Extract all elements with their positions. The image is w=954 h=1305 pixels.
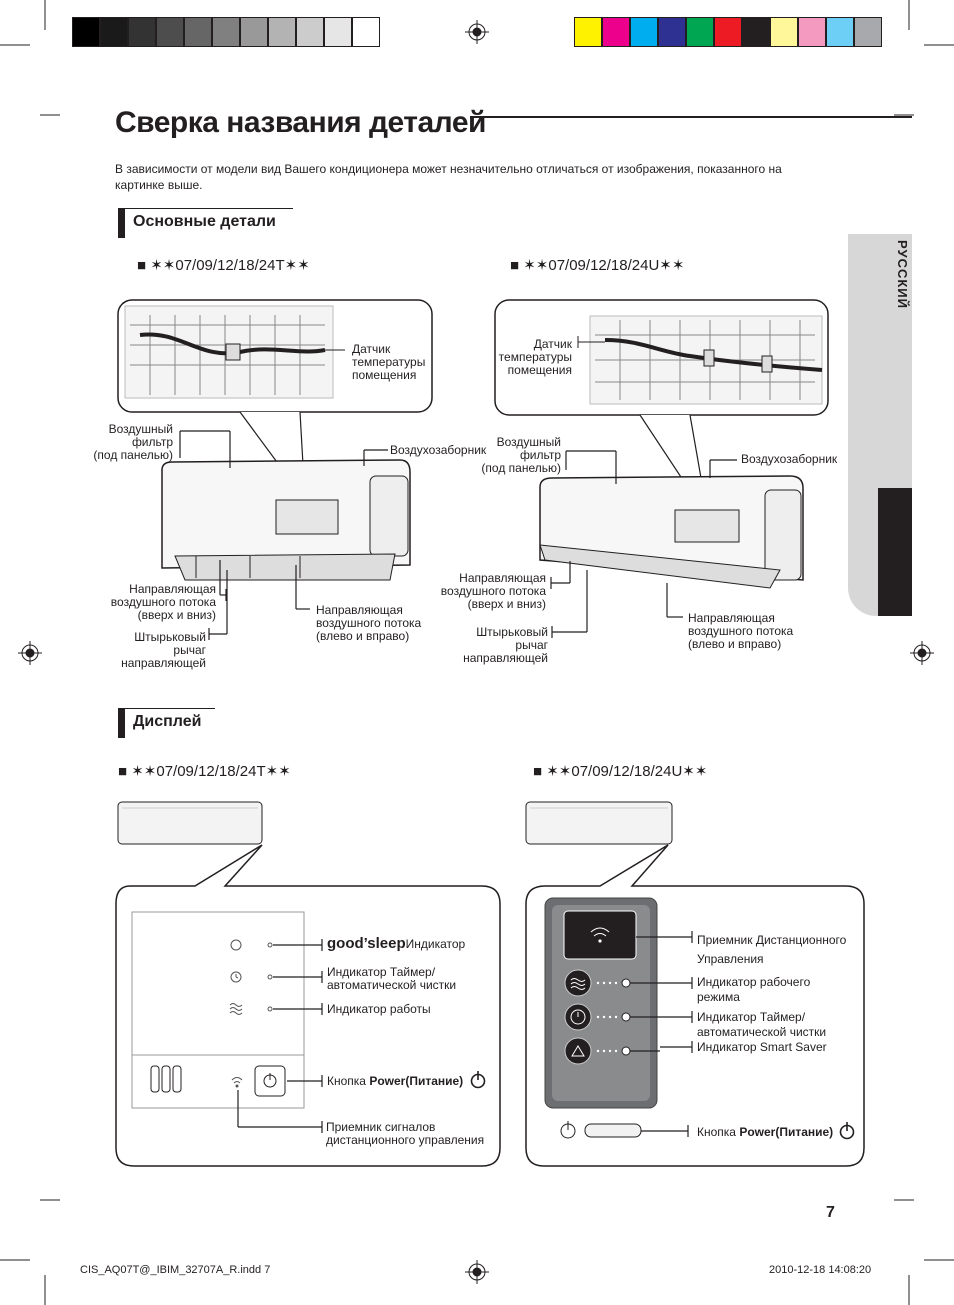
language-tab-marker [878, 488, 912, 616]
t-timer-label: Индикатор Таймер/ автоматической чистки [327, 965, 457, 992]
color-swatch [574, 17, 602, 47]
t-operation-label: Индикатор работы [327, 1002, 431, 1016]
intro-text: В зависимости от модели вид Вашего конди… [115, 162, 782, 192]
title-rule [470, 116, 912, 118]
t-power-label: Кнопка Power(Питание) [327, 1075, 463, 1088]
power-bold: Power(Питание) [739, 1125, 834, 1139]
t-display-leader-lines [237, 939, 323, 1133]
color-swatch [602, 17, 630, 47]
t-model-leader-lines [179, 430, 388, 640]
model-label-u: ■ ✶✶07/09/12/18/24U✶✶ [510, 257, 685, 274]
section-bar [118, 708, 125, 738]
color-swatch [742, 17, 770, 47]
color-swatch [72, 17, 100, 47]
color-swatch [268, 17, 296, 47]
t-model-indoor-unit [161, 459, 411, 581]
color-swatch [100, 17, 128, 47]
u-power-label: Кнопка Power(Питание) [697, 1126, 833, 1139]
goodsleep-brand: good’sleep [327, 935, 406, 952]
u-filter-label: Воздушный фильтр (под панелью) [481, 435, 561, 475]
power-prefix: Кнопка [697, 1125, 740, 1139]
color-swatch [770, 17, 798, 47]
u-vane-updown-label: Направляющая воздушного потока (вверх и … [440, 571, 546, 611]
section-rule [125, 708, 215, 709]
t-vane-leftright-label: Направляющая воздушного потока (влево и … [316, 603, 422, 643]
color-swatch [296, 17, 324, 47]
section-title: Основные детали [133, 213, 276, 230]
color-swatch [714, 17, 742, 47]
u-vane-leftright-label: Направляющая воздушного потока (влево и … [688, 611, 794, 651]
t-display-unit-thumb [117, 801, 263, 845]
u-lever-label: Штырьковый рычаг направляющей [463, 625, 548, 665]
color-swatch [826, 17, 854, 47]
t-filter-label: Воздушный фильтр (под панелью) [93, 422, 173, 462]
t-display-callout [115, 844, 501, 1167]
footer-file-info: CIS_AQ07T@_IBIM_32707A_R.indd 7 [80, 1264, 271, 1276]
section-bar [118, 208, 125, 238]
t-display-icons [229, 939, 273, 1088]
registration-mark-left [18, 641, 42, 665]
page-number: 7 [826, 1204, 835, 1221]
color-swatch [324, 17, 352, 47]
t-lever-label: Штырьковый рычаг направляющей [121, 630, 206, 670]
page-title: Сверка названия деталей [115, 106, 486, 139]
color-swatch [156, 17, 184, 47]
u-display-unit-thumb [525, 801, 673, 845]
section-rule [125, 208, 293, 209]
power-prefix: Кнопка [327, 1074, 370, 1088]
t-sensor-label: Датчик температуры помещения [352, 342, 426, 382]
power-icon [470, 1071, 855, 1140]
color-swatch [212, 17, 240, 47]
u-model-indoor-unit [539, 475, 804, 589]
u-display-callout [525, 844, 865, 1167]
language-tab: РУССКИЙ [848, 234, 912, 616]
color-swatch [630, 17, 658, 47]
color-swatch [352, 17, 380, 47]
language-tab-label: РУССКИЙ [895, 240, 910, 309]
footer-timestamp: 2010-12-18 14:08:20 [769, 1264, 872, 1276]
color-swatch [854, 17, 882, 47]
t-intake-label: Воздухозаборник [390, 443, 487, 457]
color-swatch [184, 17, 212, 47]
power-bold: Power(Питание) [369, 1074, 464, 1088]
t-vane-updown-label: Направляющая воздушного потока (вверх и … [110, 582, 216, 622]
color-swatch [240, 17, 268, 47]
process-color-bar [574, 17, 882, 47]
color-swatch [658, 17, 686, 47]
section-heading-display: Дисплей [118, 708, 218, 738]
goodsleep-suffix: Индикатор [405, 937, 466, 951]
color-swatch [798, 17, 826, 47]
u-smart-saver-label: Индикатор Smart Saver [697, 1040, 827, 1054]
registration-mark-bottom [465, 1260, 489, 1284]
t-model-zoom-callout [117, 299, 433, 502]
u-sensor-label: Датчик температуры помещения [498, 337, 572, 377]
u-model-leader-lines [550, 450, 737, 638]
t-receiver-label: Приемник сигналов дистанционного управле… [326, 1120, 485, 1147]
gray-color-bar [72, 17, 380, 47]
color-swatch [128, 17, 156, 47]
u-intake-label: Воздухозаборник [741, 452, 838, 466]
display-model-label-u: ■ ✶✶07/09/12/18/24U✶✶ [533, 763, 708, 780]
u-display-leader-lines [630, 931, 693, 1137]
u-receiver-label: Приемник Дистанционного Управления [697, 933, 847, 966]
model-label-t: ■ ✶✶07/09/12/18/24T✶✶ [137, 257, 310, 274]
section-title: Дисплей [133, 713, 202, 730]
display-model-label-t: ■ ✶✶07/09/12/18/24T✶✶ [118, 763, 291, 780]
t-goodsleep-label: good’sleepИндикатор [327, 935, 466, 952]
section-heading-main-parts: Основные детали [118, 208, 293, 238]
color-swatch [686, 17, 714, 47]
registration-mark-right [910, 641, 934, 665]
u-mode-label: Индикатор рабочего режима [697, 975, 811, 1004]
registration-mark-top [465, 20, 489, 44]
u-timer-label: Индикатор Таймер/ автоматической чистки [697, 1010, 827, 1039]
